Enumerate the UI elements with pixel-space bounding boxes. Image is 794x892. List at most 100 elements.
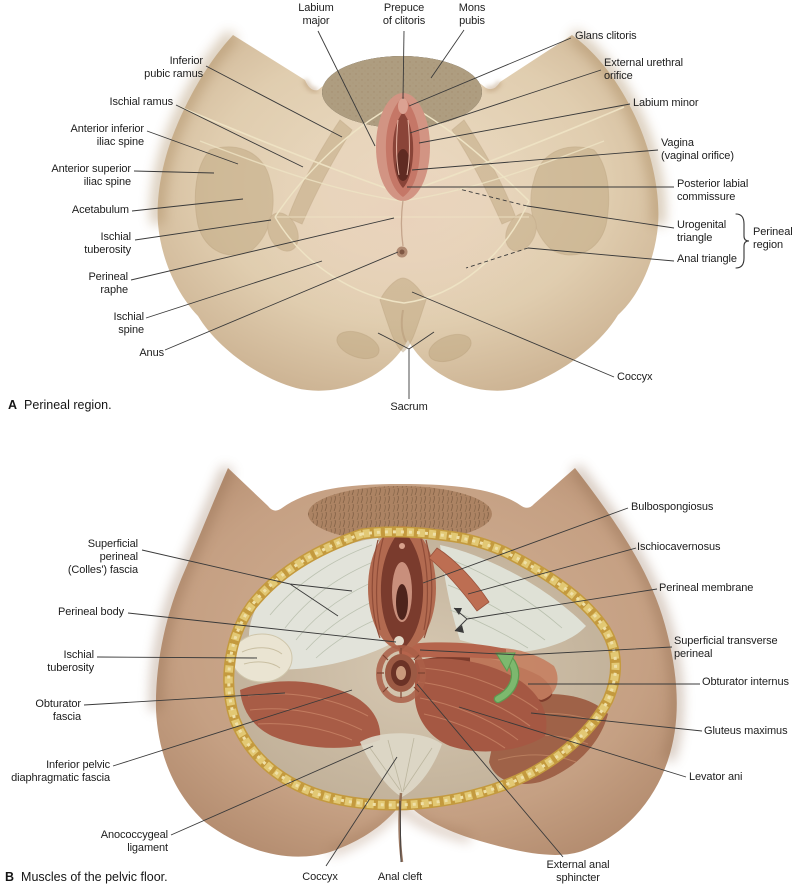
gluteal-crease-a: [400, 309, 407, 343]
perineal-raphe-shape: [400, 199, 404, 247]
leader-sacrum: [377, 331, 435, 399]
pubic-hair-strands: [308, 486, 492, 542]
label-superficial-transverse-perineal: Superficial transverse perineal: [674, 635, 778, 660]
label-external-urethral-orifice: External urethral orifice: [604, 57, 684, 82]
leader-anus: [164, 251, 399, 351]
label-perineal-membrane: Perineal membrane: [659, 582, 754, 594]
label-inferior-pubic-ramus: Inferior pubic ramus: [144, 55, 203, 80]
leader-acetabulum: [131, 198, 244, 212]
label-labium-minor: Labium minor: [633, 97, 699, 109]
leader-gluteus-maximus: [530, 712, 703, 732]
label-external-anal-sphincter: External anal sphincter: [546, 859, 610, 884]
ischiocavernosus-shape: [428, 547, 490, 612]
perineal-region-brace: [735, 213, 750, 269]
label-anal-triangle: Anal triangle: [677, 253, 737, 265]
label-mons-pubis: Mons pubis: [458, 2, 486, 27]
mons-stipple: [326, 59, 478, 125]
leader-anterior-superior-iliac-spine: [133, 170, 215, 174]
leader-ischial-ramus: [175, 104, 304, 168]
figure-b-caption-letter: B: [5, 870, 15, 884]
label-perineal-raphe: Perineal raphe: [88, 271, 128, 296]
leader-superficial-perineal-fascia: [141, 549, 353, 617]
label-anterior-inferior-iliac-spine: Anterior inferior iliac spine: [70, 123, 145, 148]
leader-anococcygeal-ligament: [170, 745, 374, 836]
shade-b-right: [570, 464, 683, 762]
shade-right: [567, 29, 666, 226]
perineal-body-shape: [394, 636, 404, 646]
leader-coccyx-b: [325, 756, 398, 867]
figure-a-caption: A Perineal region.: [8, 398, 112, 412]
label-inferior-pelvic-diaphragmatic-fascia: Inferior pelvic diaphragmatic fascia: [11, 759, 110, 784]
thigh-creases: [302, 78, 503, 93]
fat-ring: [223, 526, 622, 811]
label-coccyx-a: Coccyx: [617, 371, 653, 383]
leader-external-anal-sphincter: [416, 683, 564, 858]
label-ischial-spine: Ischial spine: [113, 311, 145, 336]
label-glans-clitoris: Glans clitoris: [575, 30, 637, 42]
leader-ischiocavernosus: [467, 547, 637, 595]
anus-b: [376, 645, 426, 703]
leader-prepuce: [402, 30, 405, 100]
leader-glans-clitoris: [408, 37, 572, 107]
label-ischial-ramus: Ischial ramus: [109, 96, 174, 108]
leader-perineal-raphe: [130, 217, 395, 281]
anus-a-center: [399, 249, 405, 255]
label-superficial-perineal-fascia: Superficial perineal (Colles') fascia: [67, 538, 138, 576]
vulva-a: [376, 92, 430, 201]
figure-b-caption-text: Muscles of the pelvic floor.: [21, 870, 168, 884]
leader-levator-ani: [458, 706, 687, 778]
leader-labium-minor: [418, 103, 631, 144]
label-prepuce-of-clitoris: Prepuce of clitoris: [382, 2, 426, 27]
label-ischial-tuberosity-a: Ischial tuberosity: [84, 231, 131, 256]
figure-b-caption: B Muscles of the pelvic floor.: [5, 870, 168, 884]
leader-obturator-fascia: [83, 692, 286, 706]
leader-anal-triangle-dashed: [465, 247, 529, 269]
leader-anterior-inferior-iliac-spine: [146, 130, 239, 165]
leader-inferior-pelvic-diaphragmatic-fascia: [112, 689, 353, 767]
figure-a-illustration: [150, 29, 666, 391]
anococcygeal-region: [360, 733, 442, 797]
shade-b-left: [149, 465, 234, 711]
label-anterior-superior-iliac-spine: Anterior superior iliac spine: [51, 163, 131, 188]
label-sacrum: Sacrum: [390, 401, 428, 413]
leader-vagina: [411, 149, 659, 171]
label-anococcygeal-ligament: Anococcygeal ligament: [100, 829, 168, 854]
vulva-b: [368, 526, 436, 650]
label-perineal-region: Perineal region: [753, 226, 793, 251]
label-obturator-fascia: Obturator fascia: [35, 698, 81, 723]
label-obturator-internus: Obturator internus: [702, 676, 789, 688]
label-bulbospongiosus: Bulbospongiosus: [631, 501, 714, 513]
label-anus: Anus: [139, 347, 164, 359]
label-labium-major: Labium major: [298, 2, 334, 27]
leader-arrowheads: [454, 608, 464, 633]
leader-bulbospongiosus: [422, 507, 629, 584]
label-coccyx-b: Coccyx: [302, 871, 338, 883]
figure-b-illustration: [149, 464, 683, 863]
label-perineal-body: Perineal body: [58, 606, 124, 618]
leader-perineal-body: [127, 612, 397, 643]
figure-a-caption-letter: A: [8, 398, 18, 412]
leader-lines: [83, 29, 703, 867]
left-levator-region: [240, 681, 381, 748]
leader-mons-pubis: [430, 29, 465, 79]
figure-a-caption-text: Perineal region.: [24, 398, 112, 412]
leader-urogenital-triangle: [526, 205, 675, 229]
leader-external-urethral-orifice: [409, 69, 602, 134]
leader-coccyx-a: [411, 291, 615, 378]
leader-urogenital-triangle-dashed: [458, 188, 528, 207]
rotation-arrow-icon: [493, 652, 520, 704]
leader-anal-triangle: [527, 247, 675, 262]
label-acetabulum: Acetabulum: [71, 204, 129, 216]
leader-superficial-transverse-perineal: [419, 646, 673, 656]
label-posterior-labial-commissure: Posterior labial commissure: [677, 178, 749, 203]
leader-ischial-tuberosity-a: [134, 219, 272, 241]
leader-anal-cleft: [399, 800, 402, 863]
label-anal-cleft: Anal cleft: [377, 871, 423, 883]
label-vagina: Vagina (vaginal orifice): [661, 137, 734, 162]
leader-inferior-pubic-ramus: [205, 65, 343, 138]
label-ischial-tuberosity-b: Ischial tuberosity: [47, 649, 94, 674]
tuberosity-texture: [241, 647, 283, 669]
label-urogenital-triangle: Urogenital triangle: [677, 219, 727, 244]
